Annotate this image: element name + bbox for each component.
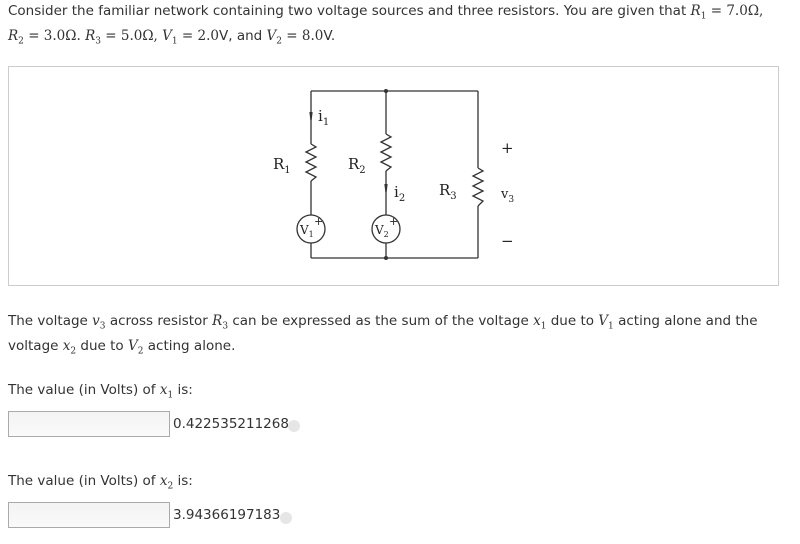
r3-value: = 5.0Ω, xyxy=(100,27,158,44)
label-i1: i1 xyxy=(318,107,329,128)
r3-symbol: R3 xyxy=(85,27,101,47)
node-top xyxy=(384,89,388,93)
v2-symbol: V2 xyxy=(266,27,282,47)
r1-value: = 7.0Ω, xyxy=(706,3,764,19)
statement-text: The voltage v3 across resistor R3 can be… xyxy=(8,313,758,357)
v2-plus: + xyxy=(389,215,398,228)
period: . xyxy=(330,27,336,44)
source-v2 xyxy=(371,214,401,244)
v3-plus: + xyxy=(501,139,514,157)
arrow-i2 xyxy=(384,183,388,193)
v1-plus: + xyxy=(314,215,323,228)
circuit-figure: R1 R2 R3 i1 i2 V1 V2 + + + v3 − xyxy=(8,66,779,286)
label-i2: i2 xyxy=(394,183,405,204)
x2-answer-input[interactable] xyxy=(8,502,170,528)
r1-symbol: R1 xyxy=(690,3,707,22)
feedback-dot-icon xyxy=(280,512,292,524)
resistor-r3 xyxy=(471,167,485,207)
v1-symbol: V1 xyxy=(162,27,178,47)
intro-text: Consider the familiar network containing… xyxy=(8,3,687,19)
problem-text: Consider the familiar network containing… xyxy=(8,2,763,51)
v2-value: = 8.0 xyxy=(282,27,324,44)
feedback-dot-icon xyxy=(288,420,300,432)
node-bottom xyxy=(384,256,388,260)
x2-correct-answer: 3.94366197183 xyxy=(173,507,281,523)
x1-correct-answer: 0.422535211268 xyxy=(173,416,289,432)
label-v3: v3 xyxy=(500,187,514,205)
v3-minus: − xyxy=(501,232,514,250)
label-r2: R2 xyxy=(348,155,366,176)
unit: V xyxy=(218,27,229,44)
unit: V xyxy=(323,27,331,44)
label-r1: R1 xyxy=(273,155,291,176)
question-2-label: The value (in Volts) of x2 is: xyxy=(8,473,193,492)
circuit-diagram: R1 R2 R3 i1 i2 V1 V2 + + + v3 − xyxy=(273,89,514,260)
resistor-r2 xyxy=(379,133,393,172)
question-1-label: The value (in Volts) of x1 is: xyxy=(8,382,193,401)
x1-answer-input[interactable] xyxy=(8,411,170,437)
r2-value: = 3.0Ω. xyxy=(23,27,81,44)
source-v1 xyxy=(296,214,326,244)
arrow-i1 xyxy=(309,111,313,121)
r2-symbol: R2 xyxy=(8,27,24,47)
label-v2: V2 xyxy=(374,223,389,239)
label-v1: V1 xyxy=(299,223,314,239)
and-text: , and xyxy=(228,27,263,44)
v1-value: = 2.0 xyxy=(177,27,219,44)
label-r3: R3 xyxy=(439,181,457,202)
resistor-r1 xyxy=(304,143,318,182)
